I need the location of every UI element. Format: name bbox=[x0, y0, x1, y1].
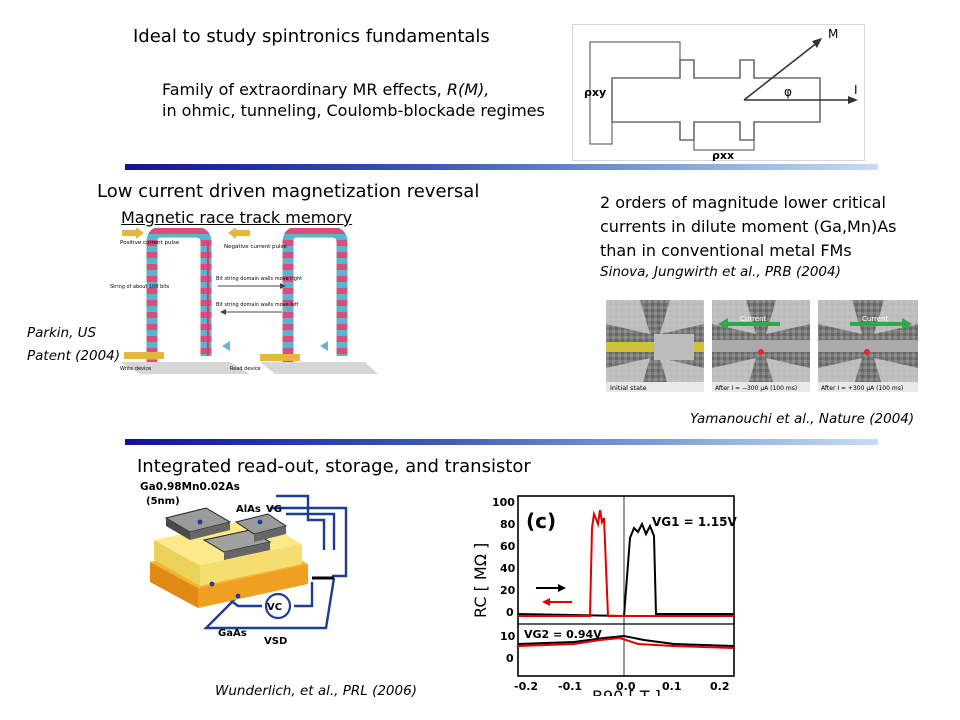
mr-effects-line2: in ohmic, tunneling, Coulomb-blockade re… bbox=[162, 101, 545, 120]
magnetization-label: M bbox=[828, 27, 838, 41]
material-label: Ga0.98Mn0.02As bbox=[140, 481, 240, 493]
string-bits-label: String of about 100 bits bbox=[110, 284, 170, 290]
section3-title: Integrated read-out, storage, and transi… bbox=[137, 456, 531, 477]
svg-text:40: 40 bbox=[500, 562, 516, 575]
negative-pulse-label: Negative current pulse bbox=[224, 244, 287, 250]
critical-currents-line1: 2 orders of magnitude lower critical bbox=[600, 193, 886, 212]
caption-initial-state: Initial state bbox=[610, 384, 647, 392]
svg-text:20: 20 bbox=[500, 584, 516, 597]
mr-effects-line1: Family of extraordinary MR effects, R(M)… bbox=[162, 80, 489, 100]
section1-title: Ideal to study spintronics fundamentals bbox=[133, 26, 490, 47]
sinova-citation: Sinova, Jungwirth et al., PRB (2004) bbox=[600, 264, 841, 280]
svg-text:-0.1: -0.1 bbox=[558, 680, 582, 693]
svg-text:100: 100 bbox=[492, 496, 515, 509]
write-device-label: Write device bbox=[120, 366, 151, 372]
svg-text:0.1: 0.1 bbox=[662, 680, 682, 693]
svg-text:0.0: 0.0 bbox=[616, 680, 636, 693]
device-schematic: VC Ga0.98Mn0.02As (5nm) AlAs VG GaAs VSD bbox=[140, 481, 348, 647]
thickness-label: (5nm) bbox=[146, 496, 180, 507]
wunderlich-citation: Wunderlich, et al., PRL (2006) bbox=[215, 683, 417, 699]
hall-bar-diagram: ρxy ρxx M I φ bbox=[572, 24, 865, 162]
svg-text:0: 0 bbox=[506, 606, 514, 619]
mr-effects-text: Family of extraordinary MR effects, bbox=[162, 80, 447, 99]
positive-pulse-label: Positive current pulse bbox=[120, 240, 180, 246]
read-device-label: Read device bbox=[230, 366, 261, 372]
vsd-label: VSD bbox=[264, 636, 287, 647]
mr-effects-rm: R(M), bbox=[446, 80, 490, 99]
current-label-panel2: Current bbox=[740, 315, 767, 323]
svg-text:80: 80 bbox=[500, 518, 516, 531]
panel-label: (c) bbox=[526, 509, 556, 533]
caption-positive-current: After I = +300 μA (100 ms) bbox=[821, 385, 903, 392]
divider-bar-2 bbox=[125, 439, 878, 445]
plot-xlabel: B90 [ T ] bbox=[592, 687, 661, 696]
move-left-label: Bit string domain walls move left bbox=[216, 302, 298, 308]
parkin-citation-line1: Parkin, US bbox=[27, 325, 97, 341]
yamanouchi-citation: Yamanouchi et al., Nature (2004) bbox=[690, 411, 915, 427]
svg-text:0: 0 bbox=[506, 652, 514, 665]
vg-label: VG bbox=[266, 504, 282, 515]
racetrack-subtitle: Magnetic race track memory bbox=[121, 208, 353, 227]
vc-label: VC bbox=[267, 602, 282, 613]
rho-xx-label: ρxx bbox=[712, 149, 734, 162]
current-label-panel3: Current bbox=[862, 315, 889, 323]
divider-bar-1 bbox=[125, 164, 878, 170]
svg-text:-0.2: -0.2 bbox=[514, 680, 538, 693]
svg-text:60: 60 bbox=[500, 540, 516, 553]
racetrack-memory-figure: Positive current pulse Negative current … bbox=[110, 228, 378, 374]
critical-currents-line3: than in conventional metal FMs bbox=[600, 241, 852, 260]
domain-wall-micrographs: Current Current Initial state After I = … bbox=[606, 300, 918, 392]
vg1-label: VG1 = 1.15V bbox=[652, 515, 738, 529]
parkin-citation-line2: Patent (2004) bbox=[27, 348, 121, 364]
svg-text:0.2: 0.2 bbox=[710, 680, 730, 693]
svg-text:10: 10 bbox=[500, 630, 516, 643]
rho-xy-label: ρxy bbox=[584, 86, 606, 99]
vg2-label: VG2 = 0.94V bbox=[524, 628, 602, 641]
gaas-label: GaAs bbox=[218, 628, 247, 639]
alas-label: AlAs bbox=[236, 504, 261, 515]
angle-label: φ bbox=[784, 85, 792, 99]
move-right-label: Bit string domain walls move right bbox=[216, 276, 302, 282]
plot-ylabel: RC [ MΩ ] bbox=[474, 543, 490, 618]
section2-title: Low current driven magnetization reversa… bbox=[97, 181, 480, 202]
critical-currents-line2: currents in dilute moment (Ga,Mn)As bbox=[600, 217, 897, 236]
caption-negative-current: After I = −300 μA (100 ms) bbox=[715, 385, 797, 392]
current-label: I bbox=[854, 83, 858, 97]
